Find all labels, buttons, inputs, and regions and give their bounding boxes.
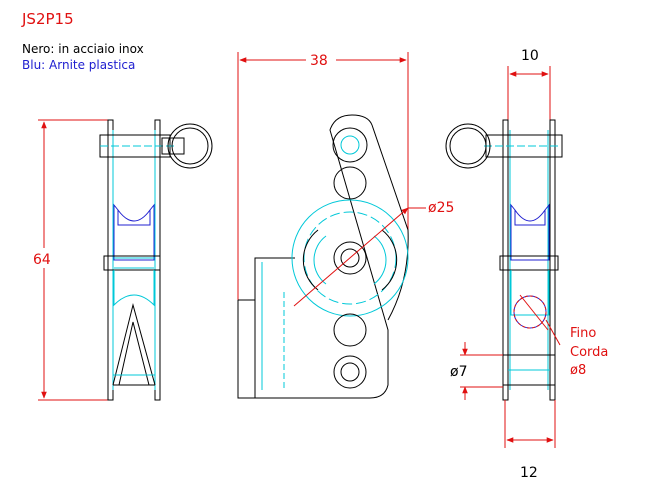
right-side-view: 10 Fino Corda ø8 ø7 [445,48,608,481]
left-side-view: 64 [30,119,213,401]
drawing-title: JS2P15 [21,10,74,28]
dim-sheave-diameter: ø25 [428,200,454,216]
dim-height: 64 [33,252,51,268]
callout-line-2: Corda [570,345,608,360]
legend-steel: Nero: in acciaio inox [22,42,144,56]
dim-cheek-width: 10 [521,48,539,64]
callout-line-3: ø8 [570,363,586,378]
dim-width: 38 [310,53,328,69]
callout-line-1: Fino [570,326,596,341]
front-view: 38 ø25 [237,50,454,399]
dim-hole-diameter: ø7 [450,364,467,380]
dim-base-width: 12 [520,465,538,481]
legend-plastic: Blu: Arnite plastica [22,58,135,72]
